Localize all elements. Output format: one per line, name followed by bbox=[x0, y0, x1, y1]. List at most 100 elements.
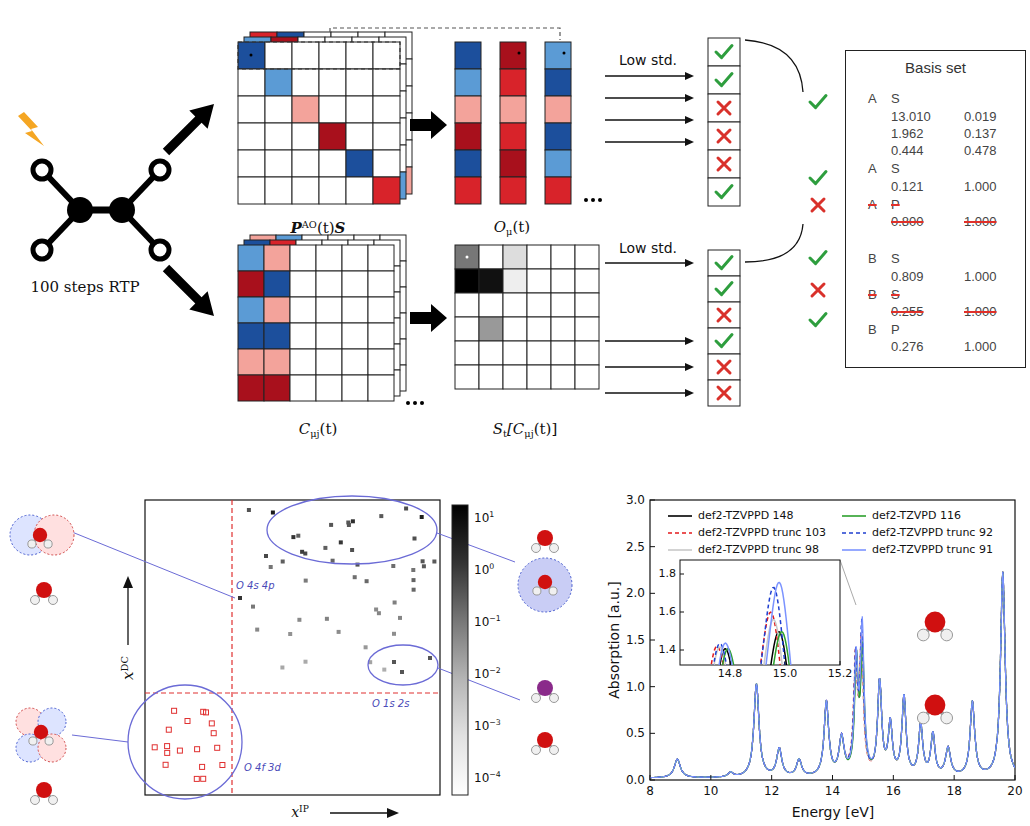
colorbar-tick: 10−1 bbox=[474, 614, 501, 629]
density-matrix-cell bbox=[373, 69, 400, 96]
colorbar-tick-part: 10 bbox=[474, 511, 489, 525]
plot-frame bbox=[650, 500, 1015, 780]
carbon-atom bbox=[109, 197, 135, 223]
data-point bbox=[280, 666, 284, 670]
cross-mark bbox=[812, 199, 824, 211]
hydrogen-atom bbox=[151, 241, 169, 259]
entropy-matrix-cell bbox=[551, 293, 575, 317]
axis-label: xIP bbox=[291, 804, 309, 821]
legend-line bbox=[668, 532, 692, 534]
entropy-matrix-cell bbox=[575, 293, 599, 317]
data-point bbox=[392, 632, 396, 636]
entropy-matrix-cell bbox=[455, 269, 479, 293]
hydrogen-atom bbox=[550, 746, 559, 755]
population-vector-cell bbox=[455, 177, 481, 204]
leader-line bbox=[437, 533, 515, 562]
coefficient-matrix-cell bbox=[238, 323, 264, 349]
data-point bbox=[400, 670, 404, 674]
coefficient-matrix-cell bbox=[290, 375, 316, 401]
data-point bbox=[247, 508, 251, 512]
coefficient-matrix-cell bbox=[264, 271, 290, 297]
basis-entry: 1.000 bbox=[964, 179, 997, 195]
basis-entry: S bbox=[891, 161, 900, 177]
basis-entry: 0.276 bbox=[891, 339, 924, 355]
data-point bbox=[255, 628, 259, 632]
entropy-matrix-cell bbox=[575, 341, 599, 365]
basis-entry: S bbox=[891, 91, 900, 107]
excluded-point bbox=[209, 721, 214, 726]
check-mark bbox=[716, 46, 732, 58]
data-point bbox=[304, 579, 308, 583]
coefficient-matrix-cell bbox=[316, 245, 342, 271]
population-vector-cell bbox=[545, 177, 571, 204]
tick bbox=[832, 775, 833, 780]
axis-label-part: DC bbox=[119, 656, 130, 671]
data-point bbox=[251, 605, 255, 609]
data-point bbox=[296, 534, 300, 538]
matrix-label-part: μ bbox=[506, 226, 512, 237]
density-matrix-cell bbox=[265, 69, 292, 96]
coefficient-matrix-cell bbox=[368, 297, 394, 323]
axis-arrow bbox=[127, 585, 128, 645]
density-matrix-cell bbox=[265, 42, 292, 69]
ellipsis-dot bbox=[591, 198, 595, 202]
colorbar-tick-part: −1 bbox=[489, 614, 501, 623]
entropy-matrix-cell bbox=[503, 245, 527, 269]
check-mark bbox=[716, 283, 732, 295]
data-point bbox=[325, 617, 329, 621]
selection-arrow-head bbox=[685, 72, 694, 80]
selection-cell bbox=[708, 250, 740, 276]
data-point bbox=[331, 559, 335, 563]
selection-arrow bbox=[605, 141, 686, 142]
colorbar bbox=[452, 505, 468, 795]
colorbar-tick: 10−2 bbox=[474, 666, 501, 681]
arrow-label: Low std. bbox=[619, 52, 677, 69]
data-point bbox=[271, 511, 275, 515]
selection-arrow-head bbox=[685, 363, 694, 371]
basis-entry: 0.255 bbox=[891, 304, 924, 320]
hydrogen-atom bbox=[49, 796, 58, 805]
plot-frame bbox=[145, 500, 440, 795]
inset-spectrum-line bbox=[680, 612, 840, 665]
basis-entry: B bbox=[868, 287, 877, 303]
cluster-ellipse bbox=[128, 685, 242, 799]
population-vector-cell bbox=[545, 96, 571, 123]
inset-spectrum-line bbox=[680, 583, 840, 666]
basis-entry: A bbox=[868, 197, 877, 213]
data-point bbox=[323, 546, 327, 550]
coefficient-matrix-cell bbox=[342, 297, 368, 323]
density-matrix-cell bbox=[238, 177, 265, 204]
matrix-label: Cμj(t) bbox=[299, 420, 338, 440]
basis-entry: 0.800 bbox=[891, 214, 924, 230]
entropy-matrix-cell bbox=[527, 293, 551, 317]
hydrogen-atom bbox=[31, 796, 40, 805]
data-point bbox=[393, 601, 397, 605]
colorbar-tick: 10−3 bbox=[474, 718, 501, 733]
merge-bracket bbox=[745, 224, 803, 262]
matrix-label-part: (t) bbox=[317, 219, 335, 237]
y-tick: 3.0 bbox=[626, 493, 645, 507]
population-vector-cell bbox=[545, 150, 571, 177]
excluded-point bbox=[177, 748, 182, 753]
basis-entry: A bbox=[868, 161, 877, 177]
colorbar-tick: 10−4 bbox=[474, 770, 501, 785]
entropy-matrix-cell bbox=[551, 269, 575, 293]
coefficient-matrix-cell bbox=[342, 271, 368, 297]
population-vector-cell bbox=[500, 42, 526, 69]
population-vector-cell bbox=[500, 150, 526, 177]
density-matrix-cell bbox=[319, 150, 346, 177]
excluded-point bbox=[165, 744, 170, 749]
step-arrow bbox=[163, 265, 214, 316]
entropy-matrix-cell bbox=[479, 269, 503, 293]
threshold-line bbox=[145, 692, 440, 693]
colorbar-tick: 101 bbox=[474, 510, 494, 525]
excluded-point bbox=[166, 727, 171, 732]
oxygen-atom bbox=[36, 782, 52, 798]
hydrogen-atom bbox=[532, 694, 541, 703]
step-arrow bbox=[163, 104, 214, 155]
leader-line bbox=[72, 532, 235, 598]
selection-cell bbox=[708, 354, 740, 380]
tick bbox=[650, 500, 655, 501]
basis-entry: 0.121 bbox=[891, 179, 924, 195]
legend-line bbox=[842, 549, 866, 551]
